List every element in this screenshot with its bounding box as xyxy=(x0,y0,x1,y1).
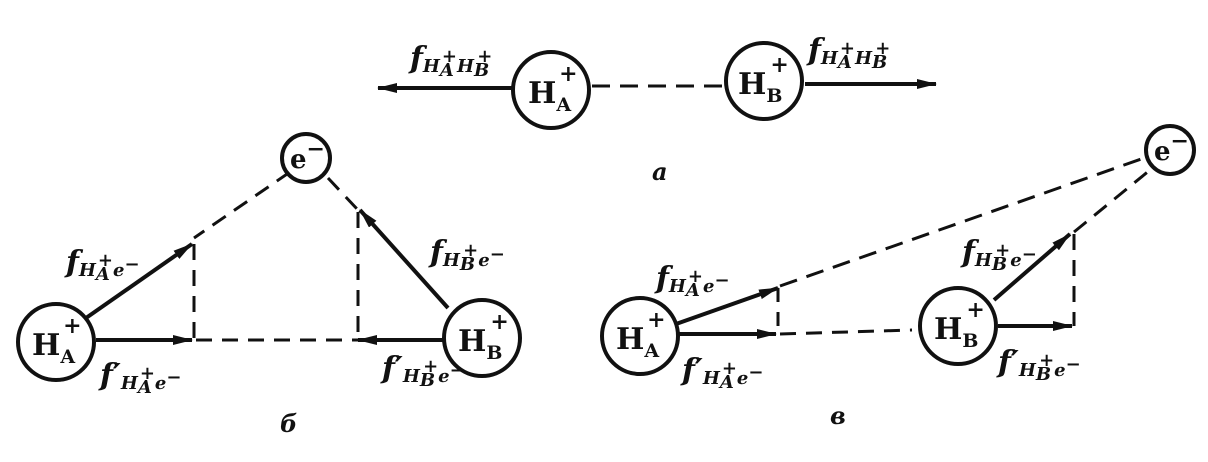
svg-text:e−: e− xyxy=(1154,128,1189,167)
label-f-a-e-c: fHA+e− xyxy=(654,261,730,301)
dashed-e-left xyxy=(193,170,291,240)
proton-b-node-c: HB+ xyxy=(918,286,998,366)
proton-b-node: HB+ xyxy=(724,41,804,121)
force-label-right: fHA+HB+ xyxy=(806,33,890,73)
electron-node-b: e− xyxy=(280,132,332,184)
label-f-a-e-b: fHA+e− xyxy=(64,245,140,285)
force-label-left: fHA+HB+ xyxy=(408,41,492,81)
svg-text:HB+: HB+ xyxy=(934,297,985,352)
proton-b-node-b: HB+ xyxy=(442,298,522,378)
arrow-a-to-e xyxy=(84,242,194,320)
svg-text:HB+: HB+ xyxy=(458,309,509,364)
caption-c: в xyxy=(830,401,846,430)
panel-c: e− HA+ HB+ fHA+e− f′HA+e− fHB+e− f′HB+e−… xyxy=(600,124,1196,430)
dashed-long-to-e xyxy=(779,156,1145,288)
arrow-b-to-e-c xyxy=(992,232,1072,302)
caption-a: а xyxy=(652,157,668,186)
dashed-short-to-e xyxy=(1073,168,1151,234)
label-f-b-e-c: fHB+e− xyxy=(960,235,1037,275)
dashed-e-right xyxy=(326,176,360,212)
svg-text:HA+: HA+ xyxy=(616,307,666,362)
arrow-b-to-e xyxy=(358,208,450,310)
svg-text:HA+: HA+ xyxy=(32,313,82,368)
caption-b: б xyxy=(280,409,297,438)
svg-text:HA+: HA+ xyxy=(528,61,578,116)
label-fprime-a-e-c: f′HA+e− xyxy=(680,353,763,393)
svg-text:e−: e− xyxy=(290,136,325,175)
proton-a-node-c: HA+ xyxy=(600,296,680,376)
electron-node-c: e− xyxy=(1144,124,1196,176)
arrow-a-to-e-c xyxy=(675,286,779,326)
label-f-b-e-b: fHB+e− xyxy=(428,235,505,275)
proton-a-node: HA+ xyxy=(511,50,591,130)
label-fprime-a-e-b: f′HA+e− xyxy=(98,358,181,398)
panel-a: HA+ HB+ fHA+HB+ fHA+HB+ а xyxy=(377,33,937,186)
label-fprime-b-e-b: f′HB+e− xyxy=(380,351,465,391)
svg-text:HB+: HB+ xyxy=(738,52,789,107)
dashed-bottom-c xyxy=(779,328,913,336)
label-fprime-b-e-c: f′HB+e− xyxy=(996,345,1081,385)
proton-a-node-b: HA+ xyxy=(16,302,96,382)
panel-b: e− HA+ HB+ fHA+e− f′HA+e− fHB+e− f′HB+e−… xyxy=(16,132,522,438)
